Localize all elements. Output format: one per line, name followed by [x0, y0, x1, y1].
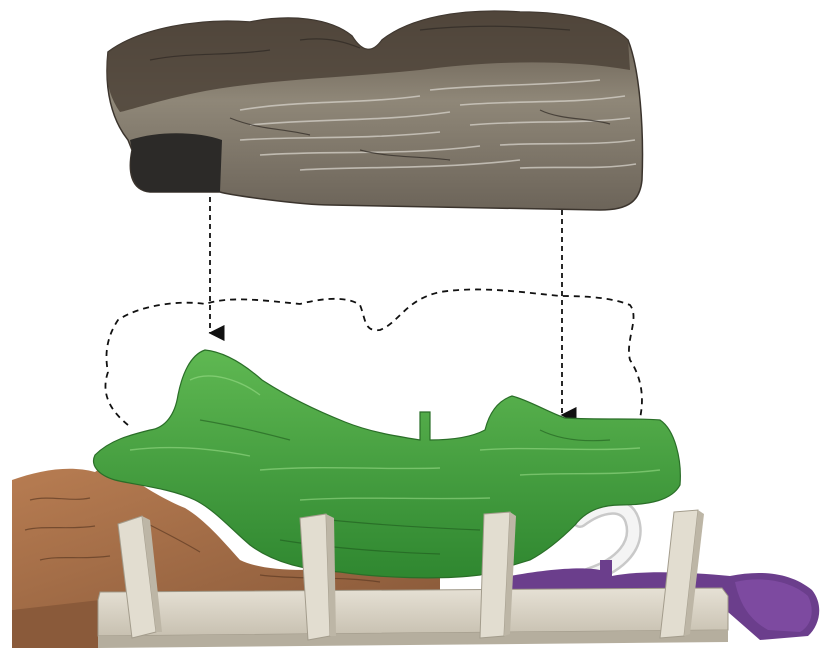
grate-post [480, 512, 516, 638]
top-log [107, 11, 643, 210]
grate-rail [98, 588, 728, 636]
